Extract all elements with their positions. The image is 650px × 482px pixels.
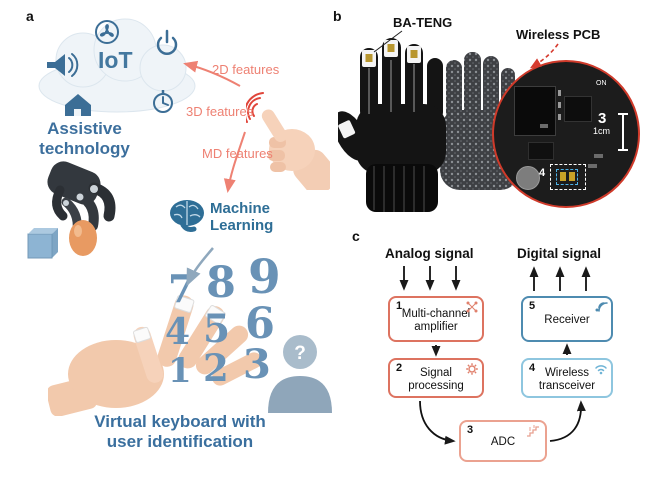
pcb-on-label: ON: [596, 80, 607, 87]
pcb-number-3: 3: [598, 110, 607, 127]
box-label: Wireless transceiver: [538, 366, 596, 392]
home-icon: [65, 94, 91, 116]
keypad-digit: 8: [206, 258, 236, 308]
box-number: 3: [467, 424, 474, 436]
pcb-dashed-box: [550, 164, 586, 190]
smart-glove-illustration: [338, 38, 446, 212]
clock-icon: [153, 90, 173, 113]
feature-3d-label: 3D features: [186, 104, 254, 119]
box-number: 5: [529, 300, 536, 312]
pcb-inset: ON 3 1cm 4: [492, 60, 640, 208]
finger-patch: [133, 295, 226, 343]
pcb-dashed-box-blue: [556, 169, 578, 185]
box-number: 4: [529, 362, 536, 374]
amplifier-icon: [466, 301, 478, 313]
wifi-icon: [595, 365, 607, 375]
power-icon: [156, 29, 178, 55]
adc-icon: [527, 425, 539, 437]
box-label: ADC: [490, 436, 516, 449]
pcb-battery: [516, 166, 540, 190]
cube-illustration: [27, 228, 58, 259]
sensor-hand-illustration: [48, 295, 262, 416]
assistive-technology-label: Assistive technology: [39, 119, 130, 158]
scale-bar: [622, 114, 624, 150]
pcb-number-4: 4: [539, 167, 546, 179]
panel-c-label: c: [352, 228, 360, 244]
egg-illustration: [69, 220, 97, 256]
keypad-digit: 3: [243, 341, 271, 388]
panel-b-label: b: [333, 8, 342, 24]
feature-2d-label: 2D features: [212, 62, 280, 77]
pcb-chip: [564, 96, 592, 122]
user-silhouette-illustration: ?: [268, 335, 332, 413]
receiver-signal-icon: [595, 302, 608, 312]
ba-teng-label: BA-TENG: [393, 15, 453, 30]
keypad-digit: 4: [165, 311, 191, 353]
box-number: 1: [396, 300, 403, 312]
scale-label: 1cm: [593, 126, 611, 136]
machine-learning-label: Machine Learning: [210, 200, 274, 235]
box-label: Multi-channel amplifier: [401, 307, 471, 333]
brain-icon: [170, 200, 204, 232]
keypad-digit: 7: [168, 266, 195, 311]
iot-label: IoT: [98, 47, 133, 73]
flow-box-adc: 3 ADC: [459, 420, 547, 462]
question-mark-label: ?: [294, 343, 306, 364]
keypad-digit: 5: [203, 306, 231, 352]
wireless-pcb-label: Wireless PCB: [516, 27, 601, 42]
keypad-digit: 9: [248, 250, 281, 305]
robotic-hand-illustration: [27, 161, 116, 259]
flow-box-amplifier: 1 Multi-channel amplifier: [388, 296, 484, 342]
flow-box-receiver: 5 Receiver: [521, 296, 613, 342]
iot-cloud-illustration: [38, 18, 196, 116]
keypad-digit: 1: [168, 351, 192, 391]
keypad-digit: 2: [203, 346, 229, 390]
feature-md-label: MD features: [202, 146, 273, 161]
box-number: 2: [396, 362, 403, 374]
pcb-chip: [528, 142, 554, 160]
keypad-digit: 6: [245, 299, 275, 349]
pcb-chip: [514, 86, 556, 136]
wifi-waves-icon: [246, 92, 264, 123]
virtual-keyboard-caption: Virtual keyboard with user identificatio…: [94, 412, 266, 452]
box-label: Signal processing: [408, 366, 464, 392]
box-label: Receiver: [544, 314, 590, 327]
analog-signal-label: Analog signal: [385, 246, 474, 261]
panel-a-label: a: [26, 8, 34, 24]
gear-icon: [466, 363, 478, 375]
digital-signal-label: Digital signal: [517, 246, 602, 261]
fan-icon: [95, 20, 119, 44]
touching-hand-illustration: [246, 92, 330, 190]
flow-box-signal-processing: 2 Signal processing: [388, 358, 484, 398]
speaker-icon: [47, 53, 79, 77]
flow-box-wireless-transceiver: 4 Wireless transceiver: [521, 358, 613, 398]
